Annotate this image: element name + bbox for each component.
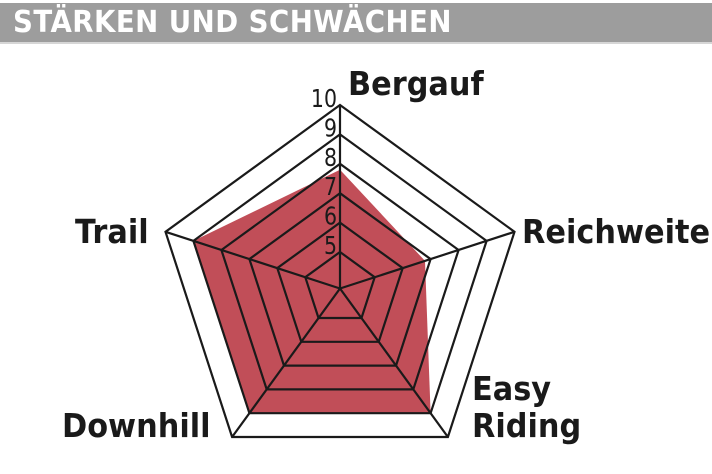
grid-ring-9: [192, 133, 488, 415]
scale-tick-label: 6: [324, 203, 337, 231]
grid-spoke: [339, 230, 515, 290]
grid-ring-6: [276, 221, 404, 343]
grid-ring-8: [220, 162, 460, 391]
grid-spoke: [339, 287, 449, 438]
scale-tick-label: 10: [311, 85, 337, 113]
scale-tick-label: 5: [324, 232, 337, 260]
chart-title: STÄRKEN UND SCHWÄCHEN: [13, 5, 452, 40]
grid-ring-10: [164, 103, 516, 439]
axis-label-easy-riding-line1: Easy: [472, 369, 552, 408]
axis-label-bergauf: Bergauf: [348, 64, 484, 103]
grid-ring-7: [248, 191, 432, 367]
axis-label-reichweite: Reichweite: [522, 212, 711, 251]
grid-ring-5: [304, 250, 376, 320]
axis-label-downhill: Downhill: [62, 406, 211, 445]
scale-tick-label: 8: [324, 144, 337, 172]
scale-tick-label: 9: [324, 115, 337, 143]
title-divider: [0, 42, 712, 44]
scale-tick-label: 7: [324, 173, 337, 201]
axis-label-trail: Trail: [75, 212, 149, 251]
title-bar: STÄRKEN UND SCHWÄCHEN: [0, 3, 712, 42]
grid-spoke: [165, 230, 341, 290]
axis-label-easy-riding-line2: Riding: [472, 406, 582, 445]
radar-grid: [164, 103, 516, 439]
grid-spoke: [231, 287, 341, 438]
data-area: [193, 169, 431, 414]
